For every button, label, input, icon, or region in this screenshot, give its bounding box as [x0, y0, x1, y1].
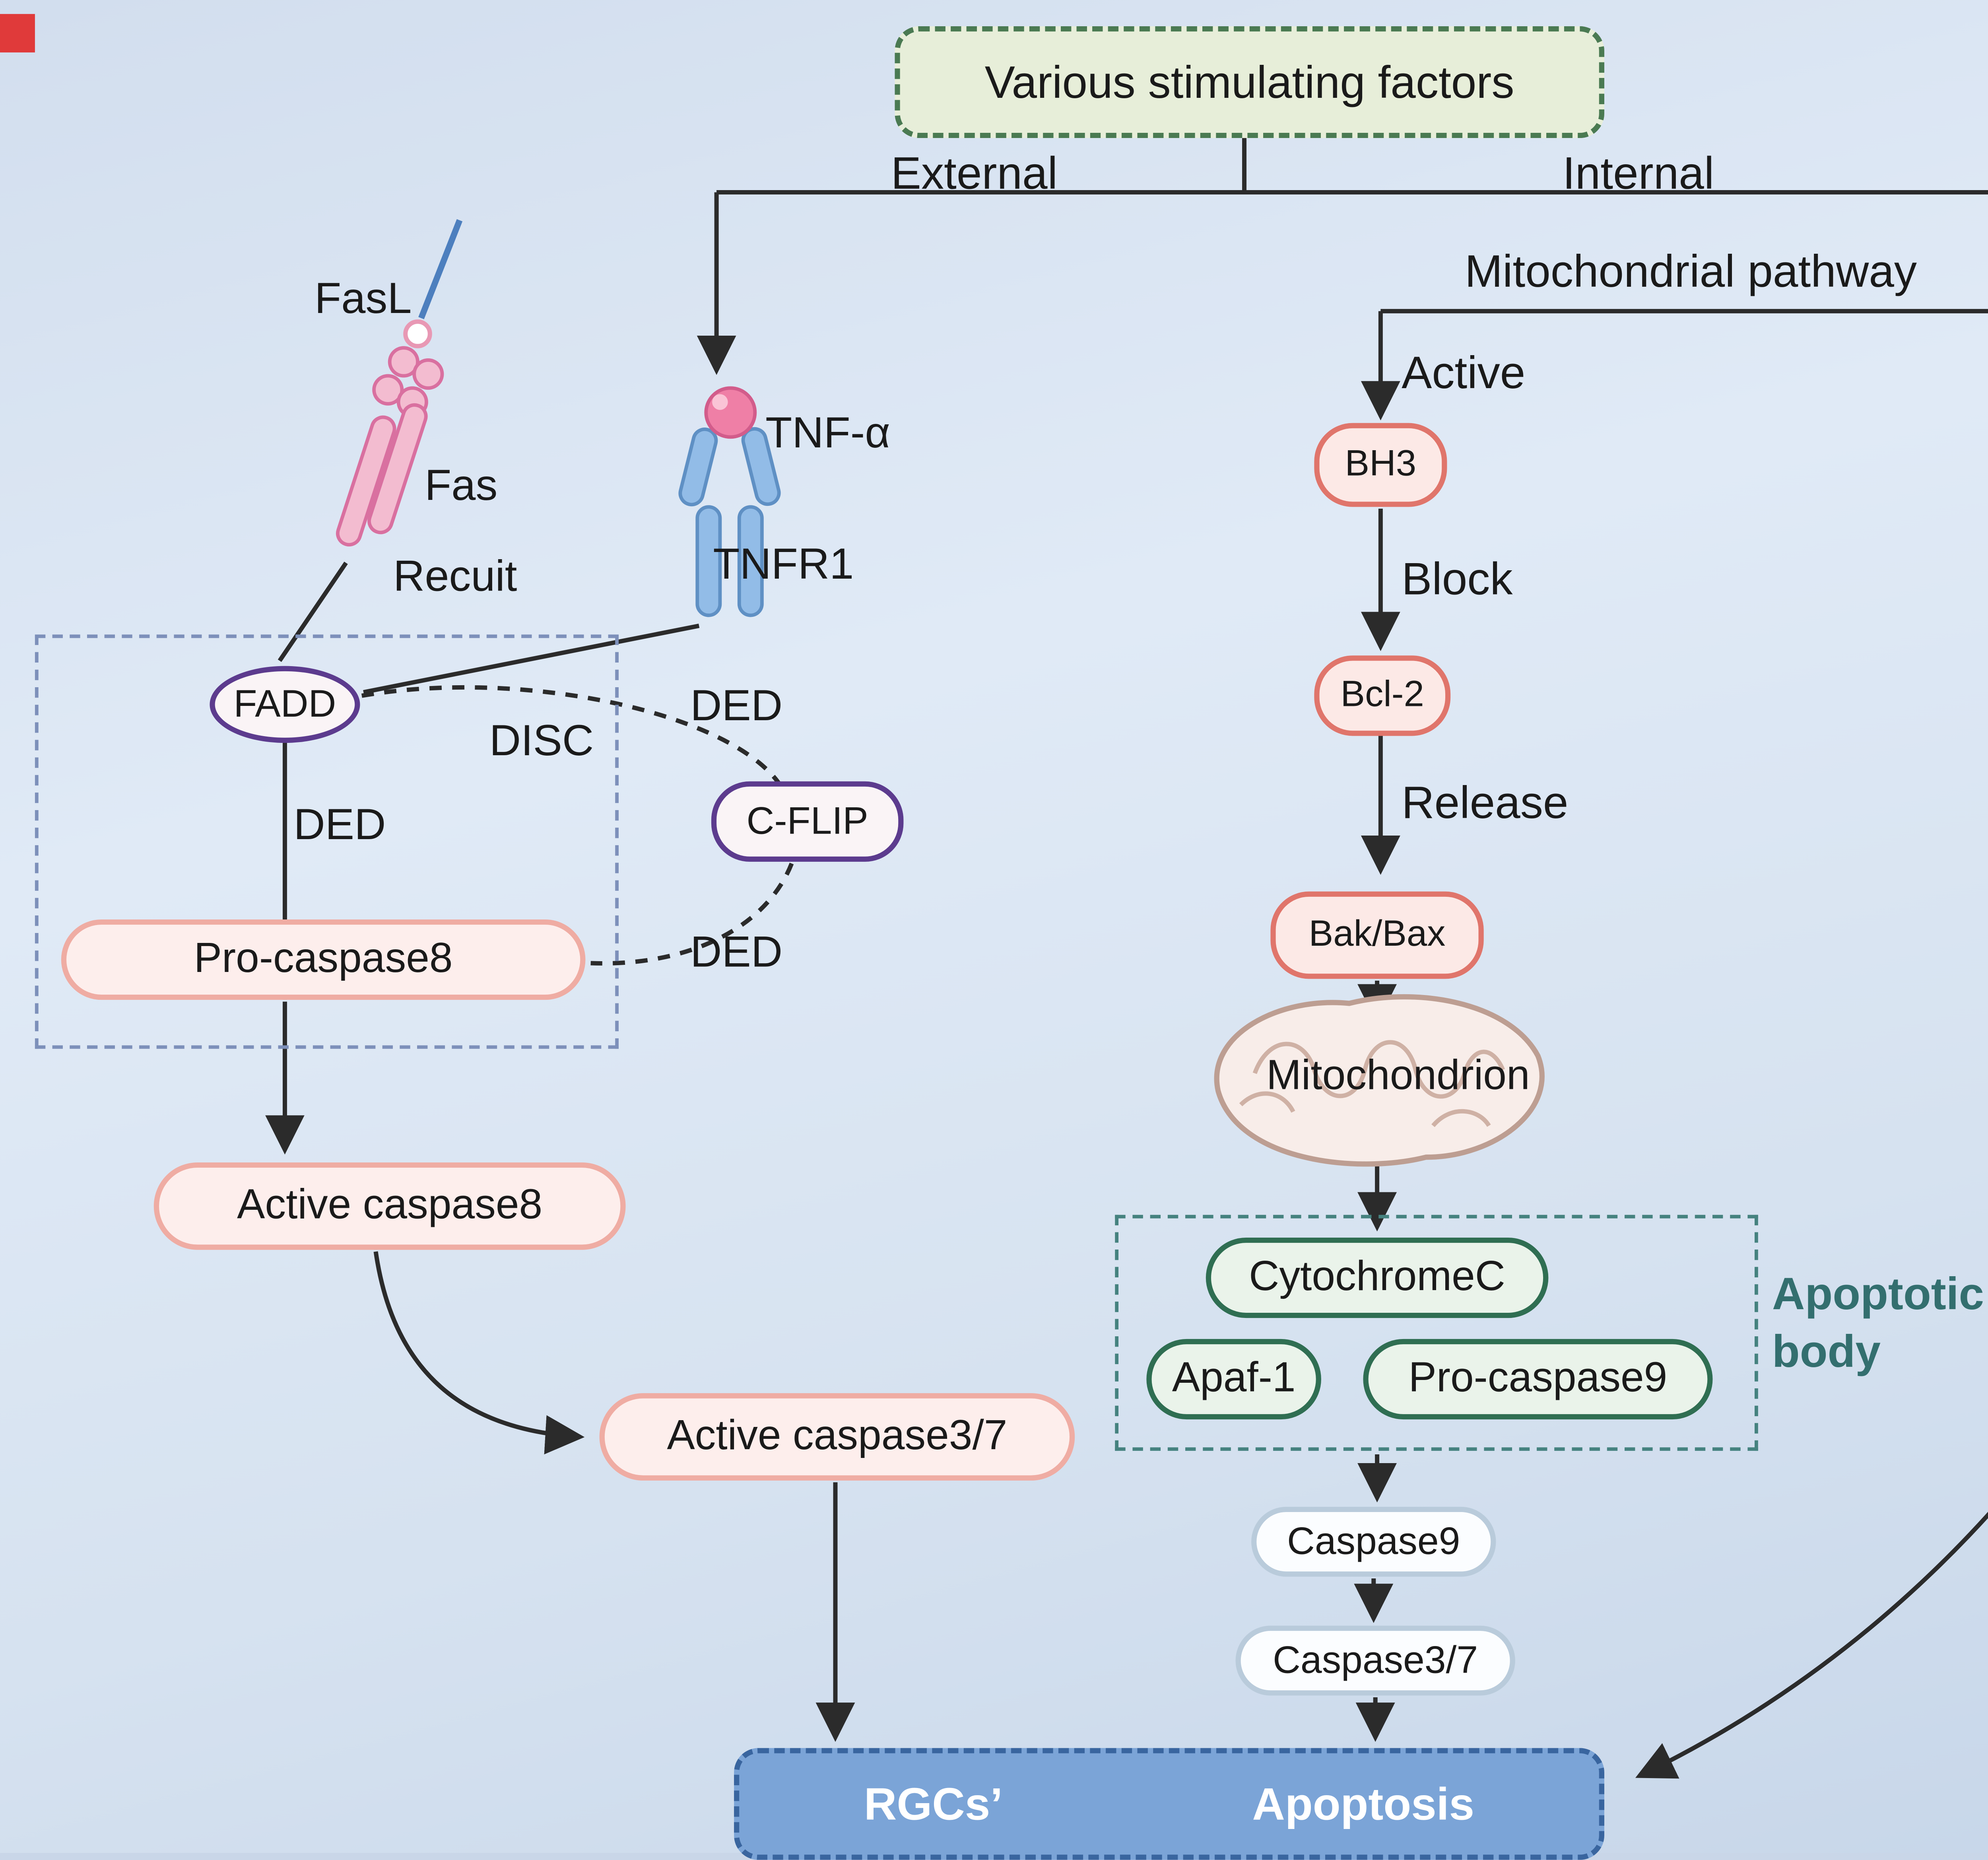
disc-dashed-curves: [361, 685, 794, 966]
c-flip-label: C-FLIP: [746, 799, 868, 843]
block-label: Block: [1402, 552, 1513, 605]
ded-bottom-label: DED: [690, 928, 783, 978]
pro-caspase9-node: Pro-caspase9: [1363, 1339, 1713, 1420]
fadd-label: FADD: [233, 682, 336, 726]
disc-complex-dashed-box: [35, 634, 619, 1049]
apoptotic-body-dashed-box: [1115, 1215, 1758, 1451]
apoptotic-body-line2: body: [1772, 1324, 1881, 1377]
ded-top-label: DED: [690, 682, 783, 731]
stimulating-factors-box: Various stimulating factors: [895, 26, 1604, 138]
release-label: Release: [1402, 776, 1569, 829]
fasl-label: FasL: [315, 274, 412, 324]
bak-bax-node: Bak/Bax: [1270, 891, 1484, 979]
fas-label: Fas: [425, 461, 498, 511]
bh3-label: BH3: [1345, 444, 1417, 484]
apoptotic-body-line1: Apoptotic: [1772, 1267, 1984, 1320]
active-caspase37-label: Active caspase3/7: [667, 1412, 1008, 1460]
rgcs-apoptosis-box: RGCs’ Apoptosis: [734, 1748, 1604, 1860]
flow-arrows: [265, 192, 1988, 1779]
mitochondrion-label: Mitochondrion: [1266, 1052, 1530, 1100]
fas-ligand-icon: [336, 219, 463, 547]
fadd-node: FADD: [210, 666, 360, 743]
tnfr1-receptor-icon: [678, 386, 781, 617]
stimulating-factors-label: Various stimulating factors: [984, 55, 1514, 108]
active-caspase8-label: Active caspase8: [237, 1182, 543, 1229]
cytochrome-c-label: CytochromeC: [1249, 1253, 1506, 1301]
ded-inner-label: DED: [293, 801, 386, 850]
tnfr1-label: TNFR1: [713, 540, 854, 589]
external-branch-label: External: [891, 147, 1058, 200]
ire1a-label: IRE1α: [1971, 479, 1988, 533]
apaf1-label: Apaf-1: [1172, 1355, 1296, 1402]
bak-bax-label: Bak/Bax: [1309, 914, 1446, 954]
corner-marker: [0, 14, 35, 52]
bcl2-label: Bcl-2: [1340, 674, 1424, 715]
apaf1-node: Apaf-1: [1146, 1339, 1321, 1420]
mitochondrion-icon: [1214, 994, 1545, 1167]
internal-branch-label: Internal: [1563, 147, 1714, 200]
caspase37-label: Caspase3/7: [1273, 1638, 1478, 1682]
caspase37-node: Caspase3/7: [1235, 1625, 1515, 1696]
rgcs-label: RGCs’: [864, 1776, 1003, 1829]
pro-caspase8-node: Pro-caspase8: [61, 919, 586, 1000]
caspase9-node: Caspase9: [1251, 1506, 1496, 1577]
bcl2-node: Bcl-2: [1314, 655, 1451, 736]
plain-lines: [278, 127, 1988, 919]
active-label: Active: [1402, 346, 1526, 399]
pro-caspase9-label: Pro-caspase9: [1408, 1355, 1668, 1402]
active-caspase8-node: Active caspase8: [153, 1162, 626, 1250]
caspase9-label: Caspase9: [1287, 1519, 1460, 1563]
recuit-label: Recuit: [393, 552, 517, 602]
c-flip-node: C-FLIP: [711, 781, 904, 862]
apoptotic-body-label: Apoptotic body: [1772, 1265, 1984, 1379]
cytochrome-c-node: CytochromeC: [1206, 1237, 1549, 1318]
apoptosis-label: Apoptosis: [1252, 1776, 1475, 1829]
jnk-label: JNK: [1984, 622, 1988, 676]
bh3-node: BH3: [1314, 423, 1447, 507]
pro-caspase8-label: Pro-caspase8: [194, 935, 453, 983]
tnf-alpha-label: TNF-α: [765, 409, 890, 458]
disc-label: DISC: [489, 717, 594, 766]
active-caspase37-node: Active caspase3/7: [599, 1393, 1075, 1481]
mitochondrial-pathway-label: Mitochondrial pathway: [1464, 245, 1917, 297]
